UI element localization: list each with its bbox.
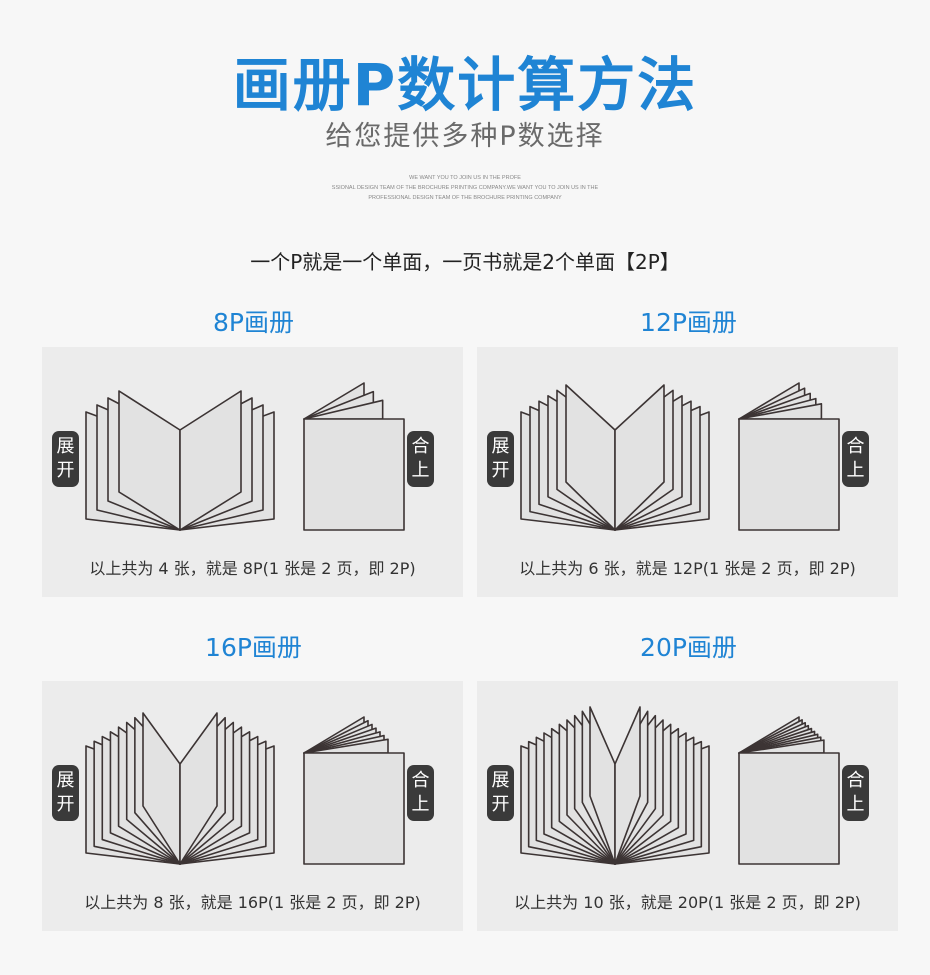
brochure-panel: 展开 合上 以上共为 8 张，就是 16P(1 张是 2 页，即 2P) bbox=[42, 681, 463, 931]
open-page-right bbox=[614, 384, 665, 531]
panel-caption: 以上共为 6 张，就是 12P(1 张是 2 页，即 2P) bbox=[519, 559, 856, 578]
page-subtitle: 给您提供多种P数选择 bbox=[325, 121, 605, 152]
open-page-right bbox=[179, 390, 242, 531]
closed-book-cover bbox=[738, 418, 840, 531]
open-page-right bbox=[614, 706, 641, 865]
panel-caption: 以上共为 4 张，就是 8P(1 张是 2 页，即 2P) bbox=[89, 559, 416, 578]
open-label: 展开 bbox=[52, 765, 79, 821]
section-title: 20P画册 bbox=[640, 633, 737, 662]
closed-book-cover bbox=[738, 752, 840, 865]
brochure-panel: 展开 合上 以上共为 6 张，就是 12P(1 张是 2 页，即 2P) bbox=[477, 347, 898, 597]
p-definition-text: 一个P就是一个单面，一页书就是2个单面【2P】 bbox=[250, 250, 680, 274]
section-title: 12P画册 bbox=[640, 308, 737, 337]
brochure-panel: 展开 合上 以上共为 10 张，就是 20P(1 张是 2 页，即 2P) bbox=[477, 681, 898, 931]
panel-caption: 以上共为 10 张，就是 20P(1 张是 2 页，即 2P) bbox=[514, 893, 861, 912]
closed-label: 合上 bbox=[842, 431, 869, 487]
english-line: WE WANT YOU TO JOIN US IN THE PROFE bbox=[409, 175, 521, 181]
panel-caption: 以上共为 8 张，就是 16P(1 张是 2 页，即 2P) bbox=[84, 893, 421, 912]
closed-book-cover bbox=[303, 752, 405, 865]
closed-book-cover bbox=[303, 418, 405, 531]
brochure-illustration bbox=[520, 382, 840, 531]
open-label: 展开 bbox=[487, 765, 514, 821]
brochure-illustration bbox=[85, 382, 405, 531]
section-title: 8P画册 bbox=[213, 308, 294, 337]
closed-label: 合上 bbox=[407, 431, 434, 487]
open-label: 展开 bbox=[487, 431, 514, 487]
english-line: SSIONAL DESIGN TEAM OF THE BROCHURE PRIN… bbox=[331, 185, 599, 191]
english-line: PROFESSIONAL DESIGN TEAM OF THE BROCHURE… bbox=[368, 195, 562, 201]
page-title: 画册P数计算方法 bbox=[232, 51, 698, 119]
open-page-right bbox=[179, 712, 218, 865]
closed-label: 合上 bbox=[407, 765, 434, 821]
section-title: 16P画册 bbox=[205, 633, 302, 662]
brochure-illustration bbox=[85, 712, 405, 865]
open-label: 展开 bbox=[52, 431, 79, 487]
closed-label: 合上 bbox=[842, 765, 869, 821]
brochure-illustration bbox=[520, 706, 840, 865]
brochure-panel: 展开 合上 以上共为 4 张，就是 8P(1 张是 2 页，即 2P) bbox=[42, 347, 463, 597]
